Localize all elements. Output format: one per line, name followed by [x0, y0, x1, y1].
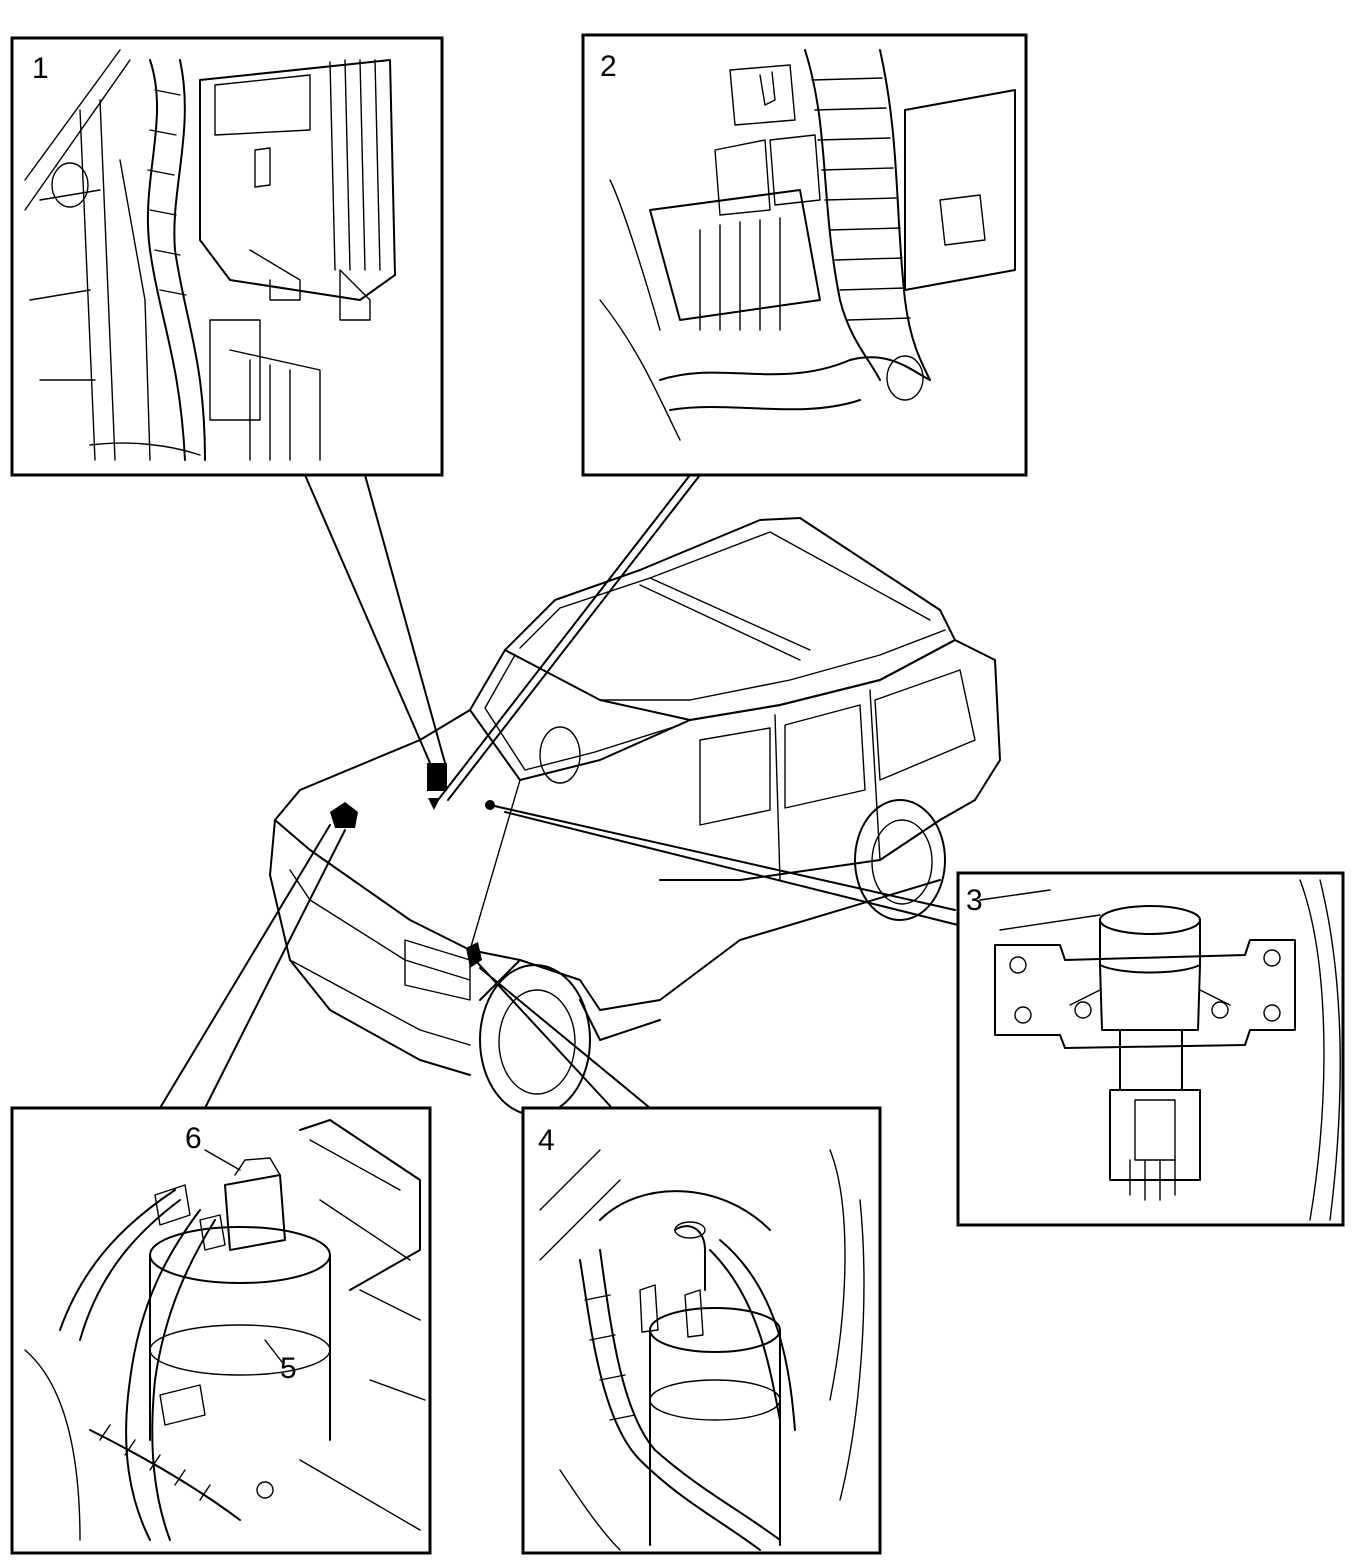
vehicle-illustration — [269, 517, 1001, 1116]
detail-panel-1: 1 — [10, 36, 444, 477]
detail-panel-4: 4 — [521, 1106, 882, 1555]
detail-panel-5-6: 6 5 — [10, 1106, 432, 1555]
callout-2: 2 — [600, 50, 617, 83]
callout-1: 1 — [32, 52, 49, 85]
leader-lines — [159, 474, 959, 1109]
callout-3: 3 — [966, 884, 983, 917]
detail-panel-3: 3 — [956, 871, 1345, 1227]
callout-4: 4 — [538, 1124, 555, 1157]
detail-panel-2: 2 — [581, 33, 1028, 477]
callout-5: 5 — [280, 1352, 297, 1385]
callout-6: 6 — [185, 1122, 202, 1155]
